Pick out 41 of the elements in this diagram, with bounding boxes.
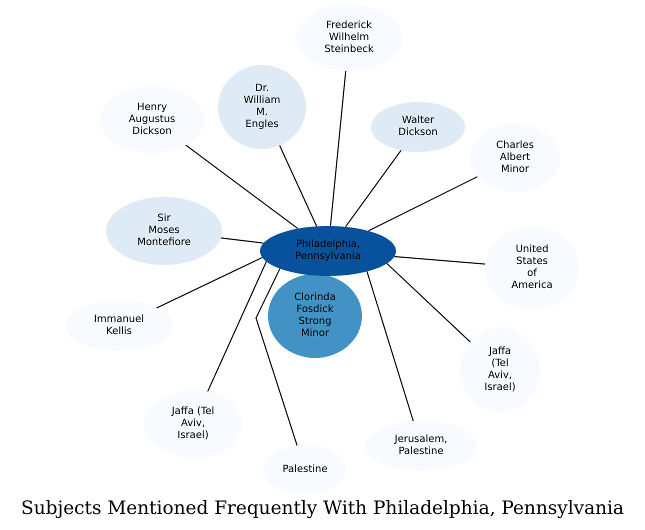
connector-line	[345, 150, 402, 228]
topic-ellipse	[218, 65, 306, 149]
topic-ellipse	[264, 445, 346, 495]
topic-ellipse	[268, 274, 362, 358]
connector-line	[394, 256, 486, 265]
node-label: Sir Moses Montefiore	[137, 213, 191, 249]
connector-line	[185, 144, 298, 230]
node-label: Jaffa (Tel Aviv, Israel)	[172, 406, 214, 442]
node-label: Philadelphia, Pennsylvania	[295, 239, 361, 263]
topic-ellipse	[106, 197, 222, 265]
connector-line	[330, 70, 346, 226]
node-label: Jaffa (Tel Aviv, Israel)	[484, 346, 516, 394]
node-label: Henry Augustus Dickson	[128, 102, 176, 138]
node-label: Jerusalem, Palestine	[394, 434, 448, 458]
connector-line	[368, 176, 478, 232]
topic-ellipse	[460, 328, 540, 412]
node-label: Clorinda Fosdick Strong Minor	[294, 292, 336, 340]
topic-ellipse	[365, 421, 477, 471]
connector-line	[279, 145, 318, 227]
topic-ellipse	[296, 5, 402, 71]
node-label: Walter Dickson	[398, 115, 438, 139]
node-label: United States of America	[511, 244, 553, 292]
node-label: Charles Albert Minor	[496, 140, 534, 176]
node-label: Palestine	[282, 464, 328, 476]
topic-ellipse	[260, 226, 396, 276]
chart-title: Subjects Mentioned Frequently With Philadelphia, Pennsylvania	[21, 498, 624, 520]
connector-line	[156, 256, 263, 309]
node-label: Frederick Wilhelm Steinbeck	[324, 20, 374, 56]
connector-line	[366, 271, 414, 422]
topic-ellipse	[470, 124, 560, 192]
topic-ellipse	[485, 226, 579, 310]
topic-ellipse	[144, 390, 242, 458]
connector-line	[207, 261, 267, 392]
node-label: Immanuel Kellis	[94, 314, 144, 338]
connector-line	[386, 263, 471, 342]
connector-line	[255, 268, 298, 446]
node-label: Dr. William M. Engles	[244, 83, 280, 131]
topic-ellipse	[371, 102, 465, 152]
connector-line	[220, 237, 264, 244]
topic-ellipse	[65, 301, 173, 351]
topic-ellipse	[100, 87, 204, 153]
